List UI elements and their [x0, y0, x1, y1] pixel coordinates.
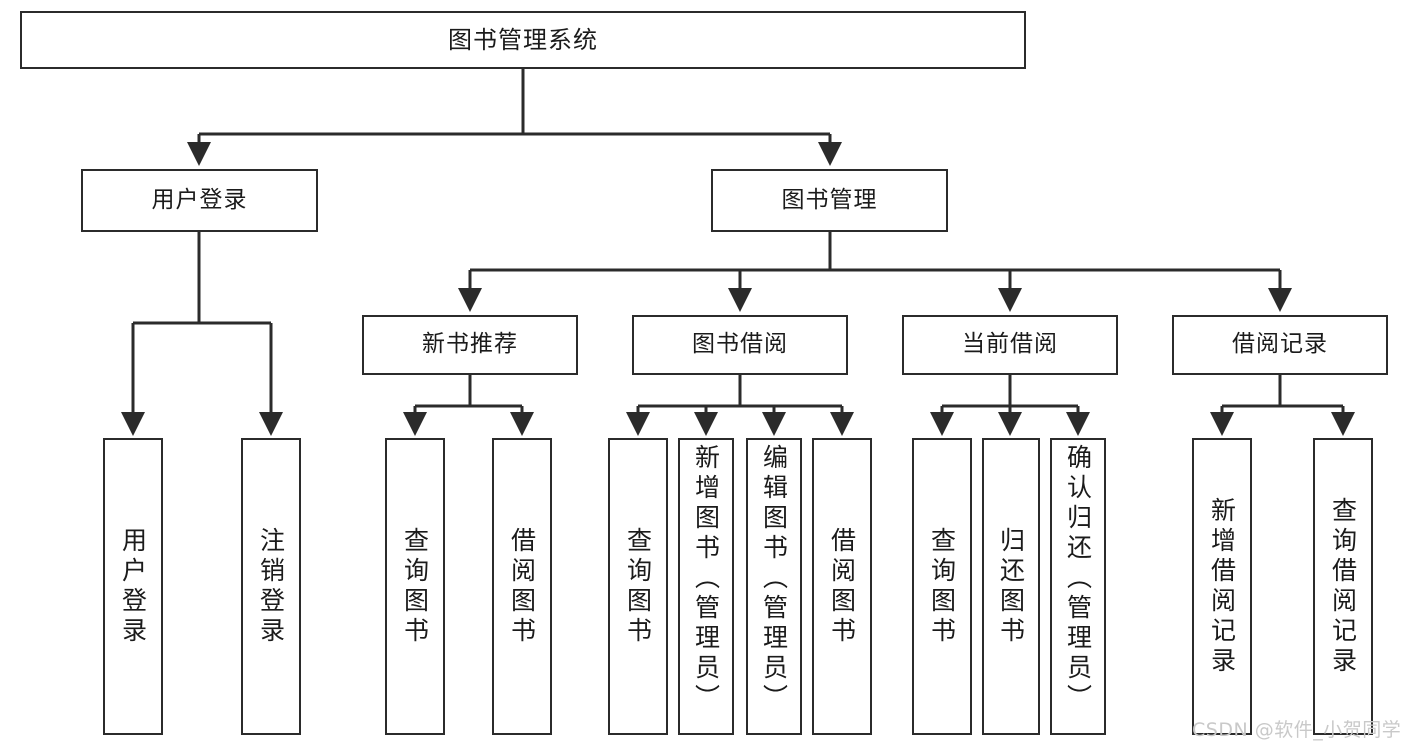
leaf-borrow-book[interactable]: 借阅图书	[812, 438, 872, 735]
node-label: 图书管理	[781, 186, 878, 213]
node-label: 查询图书	[623, 526, 653, 647]
node-label: 查询借阅记录	[1328, 496, 1358, 677]
leaf-user-login[interactable]: 用户登录	[103, 438, 163, 735]
node-root-system[interactable]: 图书管理系统	[20, 11, 1026, 69]
node-label: 新书推荐	[422, 331, 518, 358]
leaf-query-book-current[interactable]: 查询图书	[912, 438, 972, 735]
leaf-query-book-recommend[interactable]: 查询图书	[385, 438, 445, 735]
leaf-add-book-admin[interactable]: 新增图书（管理员）	[678, 438, 734, 735]
node-label: 当前借阅	[962, 331, 1058, 358]
leaf-query-book-borrow[interactable]: 查询图书	[608, 438, 668, 735]
node-label: 新增图书（管理员）	[691, 444, 721, 714]
node-book-borrow[interactable]: 图书借阅	[632, 315, 848, 375]
leaf-borrow-book-recommend[interactable]: 借阅图书	[492, 438, 552, 735]
leaf-confirm-return-admin[interactable]: 确认归还（管理员）	[1050, 438, 1106, 735]
node-current-borrow[interactable]: 当前借阅	[902, 315, 1118, 375]
node-label: 图书管理系统	[448, 25, 598, 54]
node-borrow-record[interactable]: 借阅记录	[1172, 315, 1388, 375]
node-label: 借阅记录	[1232, 331, 1328, 358]
node-label: 借阅图书	[827, 526, 857, 647]
node-label: 查询图书	[400, 526, 430, 647]
node-book-management[interactable]: 图书管理	[711, 169, 948, 232]
node-label: 编辑图书（管理员）	[759, 444, 789, 714]
leaf-logout[interactable]: 注销登录	[241, 438, 301, 735]
node-label: 查询图书	[927, 526, 957, 647]
node-new-book-recommend[interactable]: 新书推荐	[362, 315, 578, 375]
node-label: 归还图书	[996, 526, 1026, 647]
node-label: 图书借阅	[692, 331, 788, 358]
leaf-return-book[interactable]: 归还图书	[982, 438, 1040, 735]
csdn-watermark: CSDN @软件_小贺同学	[1192, 719, 1402, 741]
node-label: 新增借阅记录	[1207, 496, 1237, 677]
leaf-edit-book-admin[interactable]: 编辑图书（管理员）	[746, 438, 802, 735]
node-label: 用户登录	[118, 526, 148, 647]
leaf-add-borrow-record[interactable]: 新增借阅记录	[1192, 438, 1252, 735]
node-label: 借阅图书	[507, 526, 537, 647]
leaf-query-borrow-record[interactable]: 查询借阅记录	[1313, 438, 1373, 735]
node-label: 用户登录	[151, 186, 248, 213]
node-label: 确认归还（管理员）	[1063, 444, 1093, 714]
node-user-login[interactable]: 用户登录	[81, 169, 318, 232]
node-label: 注销登录	[256, 526, 286, 647]
